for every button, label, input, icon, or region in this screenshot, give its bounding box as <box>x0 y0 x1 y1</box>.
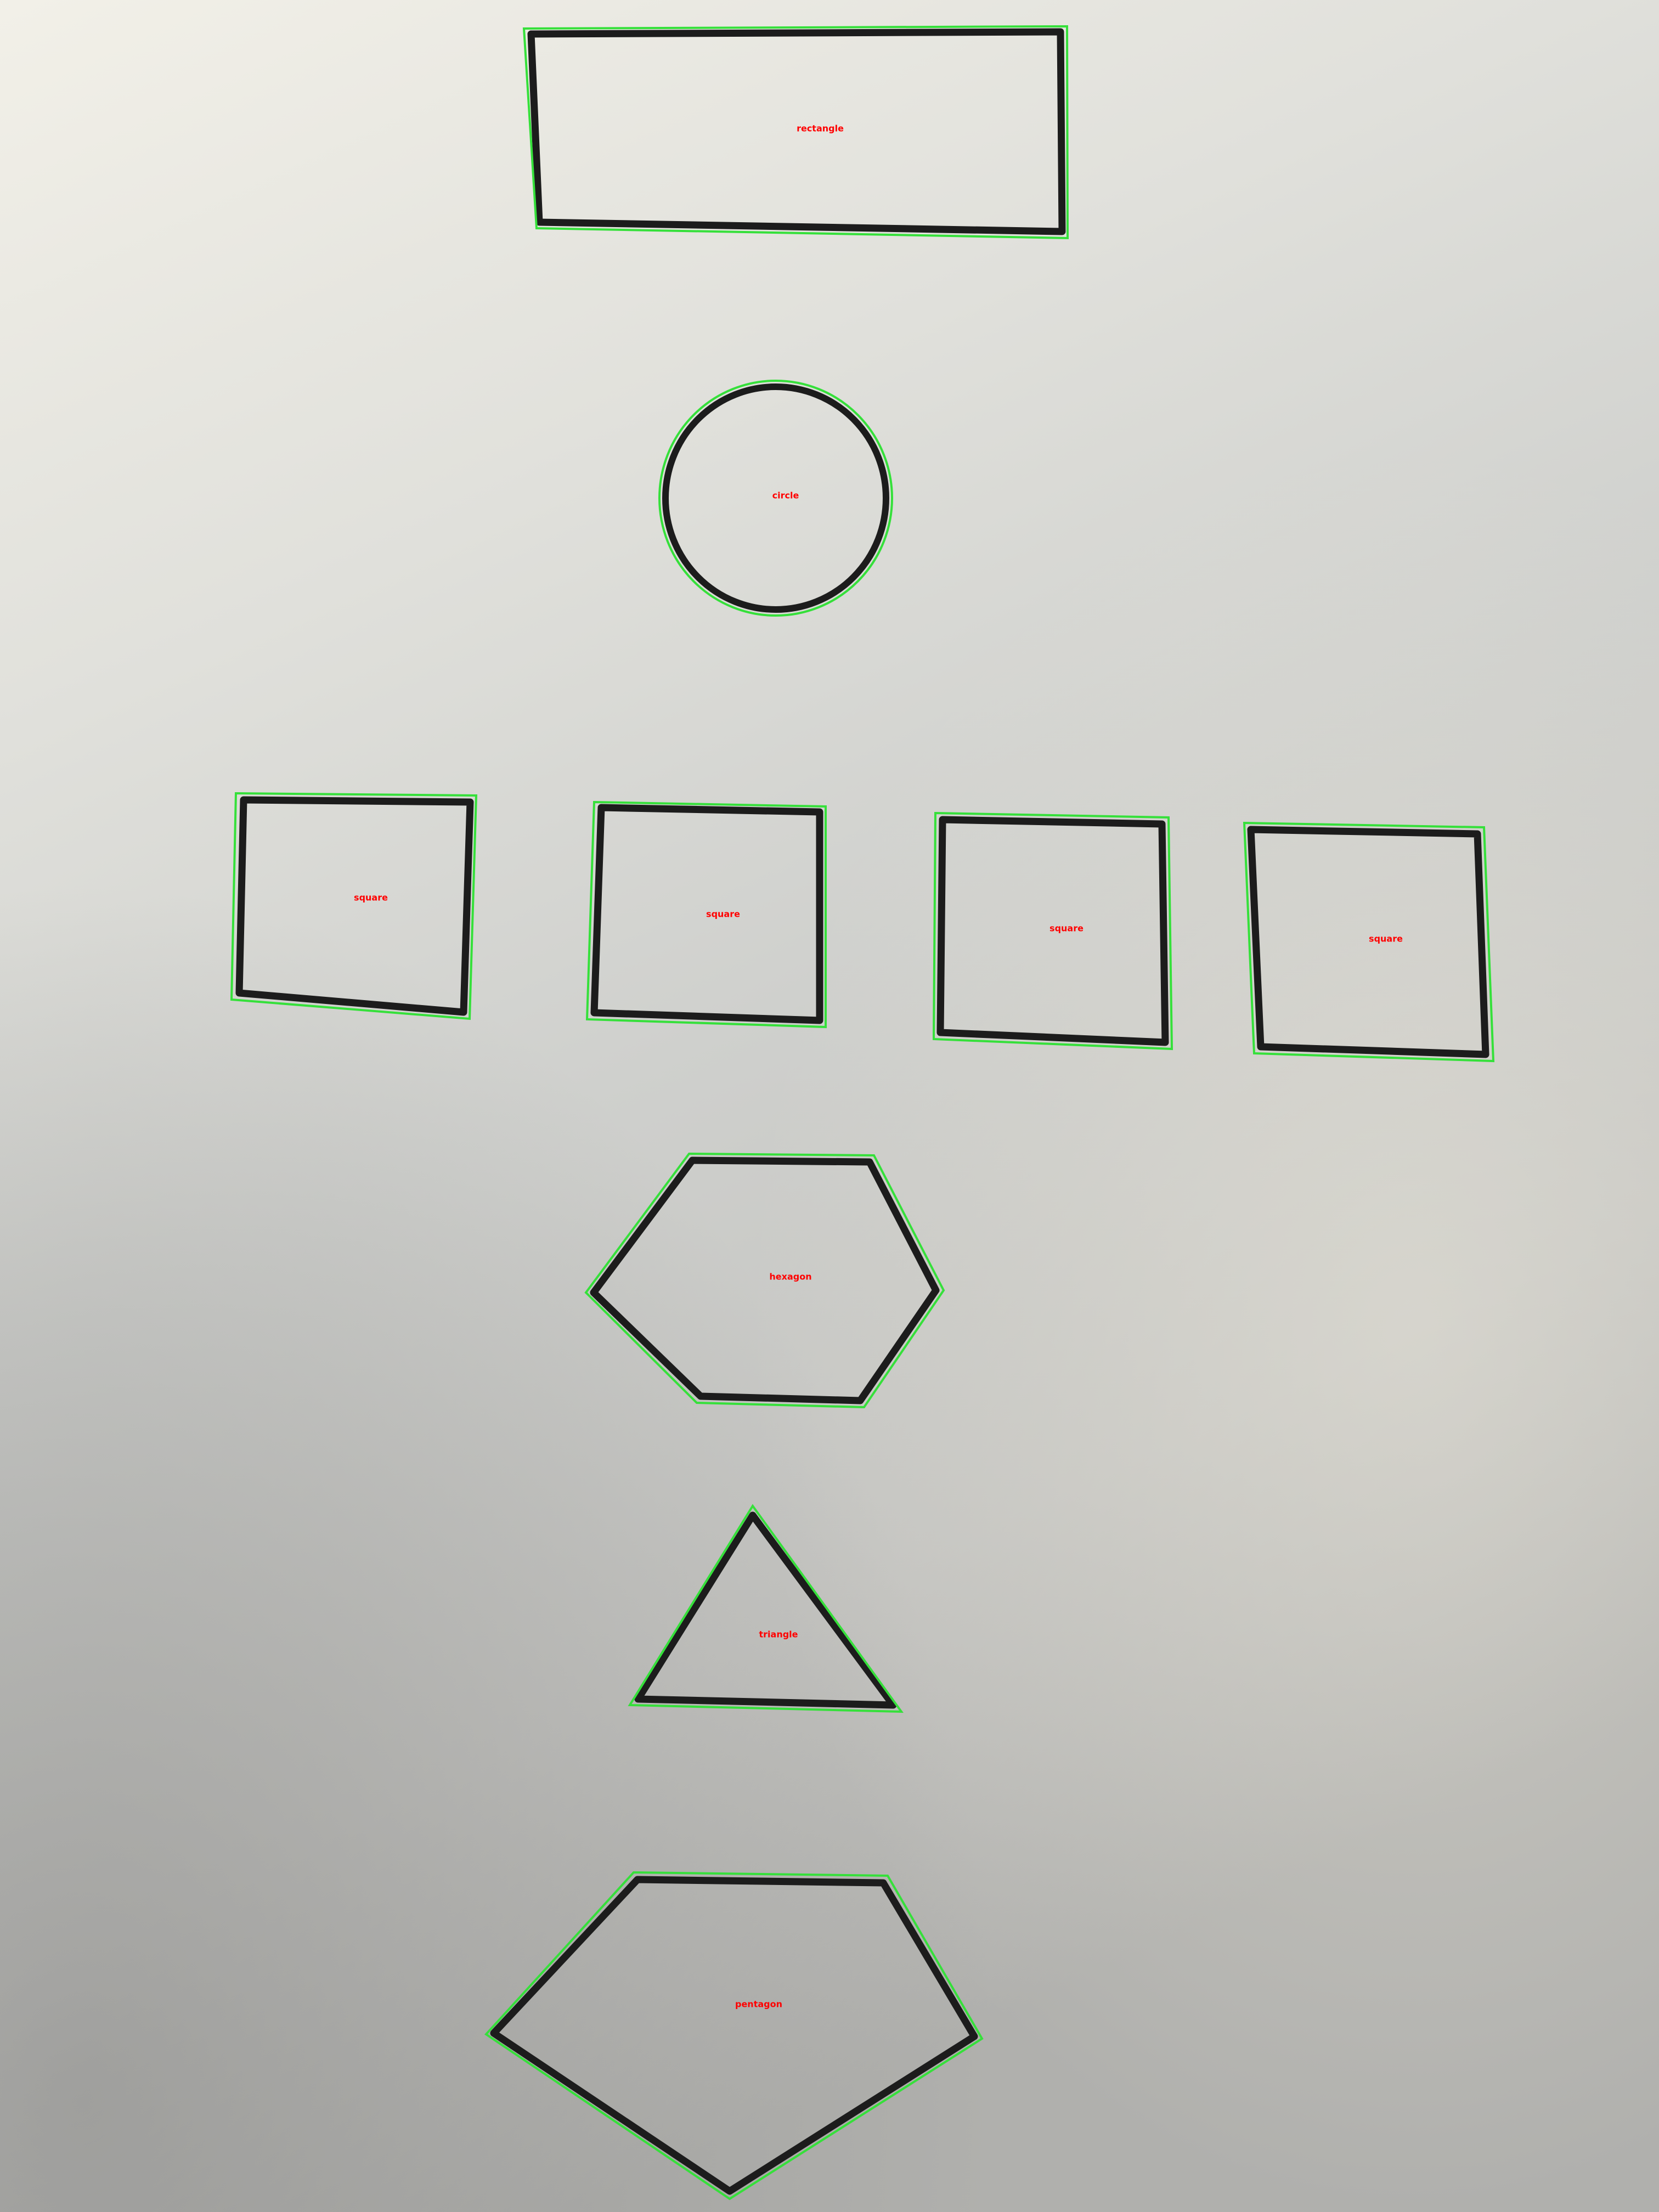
rectangle-label: rectangle <box>797 123 844 134</box>
hexagon-shape: hexagon <box>584 1152 945 1409</box>
circle-label: circle <box>772 490 799 501</box>
square-shape-1: square <box>230 792 478 1020</box>
square-4-detected-contour <box>1243 821 1495 1063</box>
hexagon-detected-contour <box>584 1152 945 1409</box>
circle-ink-outline <box>662 383 889 613</box>
rectangle-detected-contour <box>522 25 1069 240</box>
pentagon-detected-contour <box>484 1871 984 2200</box>
rectangle-ink-outline <box>527 28 1066 235</box>
square-1-ink-outline <box>235 796 474 1016</box>
triangle-ink-outline <box>634 1511 897 1709</box>
square-3-label: square <box>1049 923 1084 934</box>
square-2-ink-outline <box>590 804 823 1024</box>
square-2-label: square <box>706 909 740 919</box>
pentagon-label: pentagon <box>735 1999 782 2010</box>
hexagon-ink-outline <box>590 1156 940 1404</box>
square-shape-4: square <box>1243 821 1495 1063</box>
circle-detected-contour <box>658 380 893 617</box>
triangle-shape: triangle <box>628 1504 904 1713</box>
square-4-ink-outline <box>1247 826 1489 1058</box>
triangle-label: triangle <box>759 1629 798 1640</box>
hexagon-label: hexagon <box>769 1272 811 1282</box>
square-1-detected-contour <box>230 792 478 1020</box>
square-3-ink-outline <box>936 816 1169 1046</box>
pentagon-shape: pentagon <box>484 1871 984 2200</box>
square-shape-3: square <box>932 811 1173 1051</box>
square-shape-2: square <box>585 800 827 1029</box>
square-1-label: square <box>354 893 388 903</box>
square-4-label: square <box>1369 934 1403 944</box>
pentagon-ink-outline <box>490 1876 978 2195</box>
rectangle-shape: rectangle <box>522 25 1069 240</box>
triangle-detected-contour <box>628 1504 904 1713</box>
square-2-detected-contour <box>585 800 827 1029</box>
circle-shape: circle <box>658 380 893 617</box>
square-3-detected-contour <box>932 811 1173 1051</box>
